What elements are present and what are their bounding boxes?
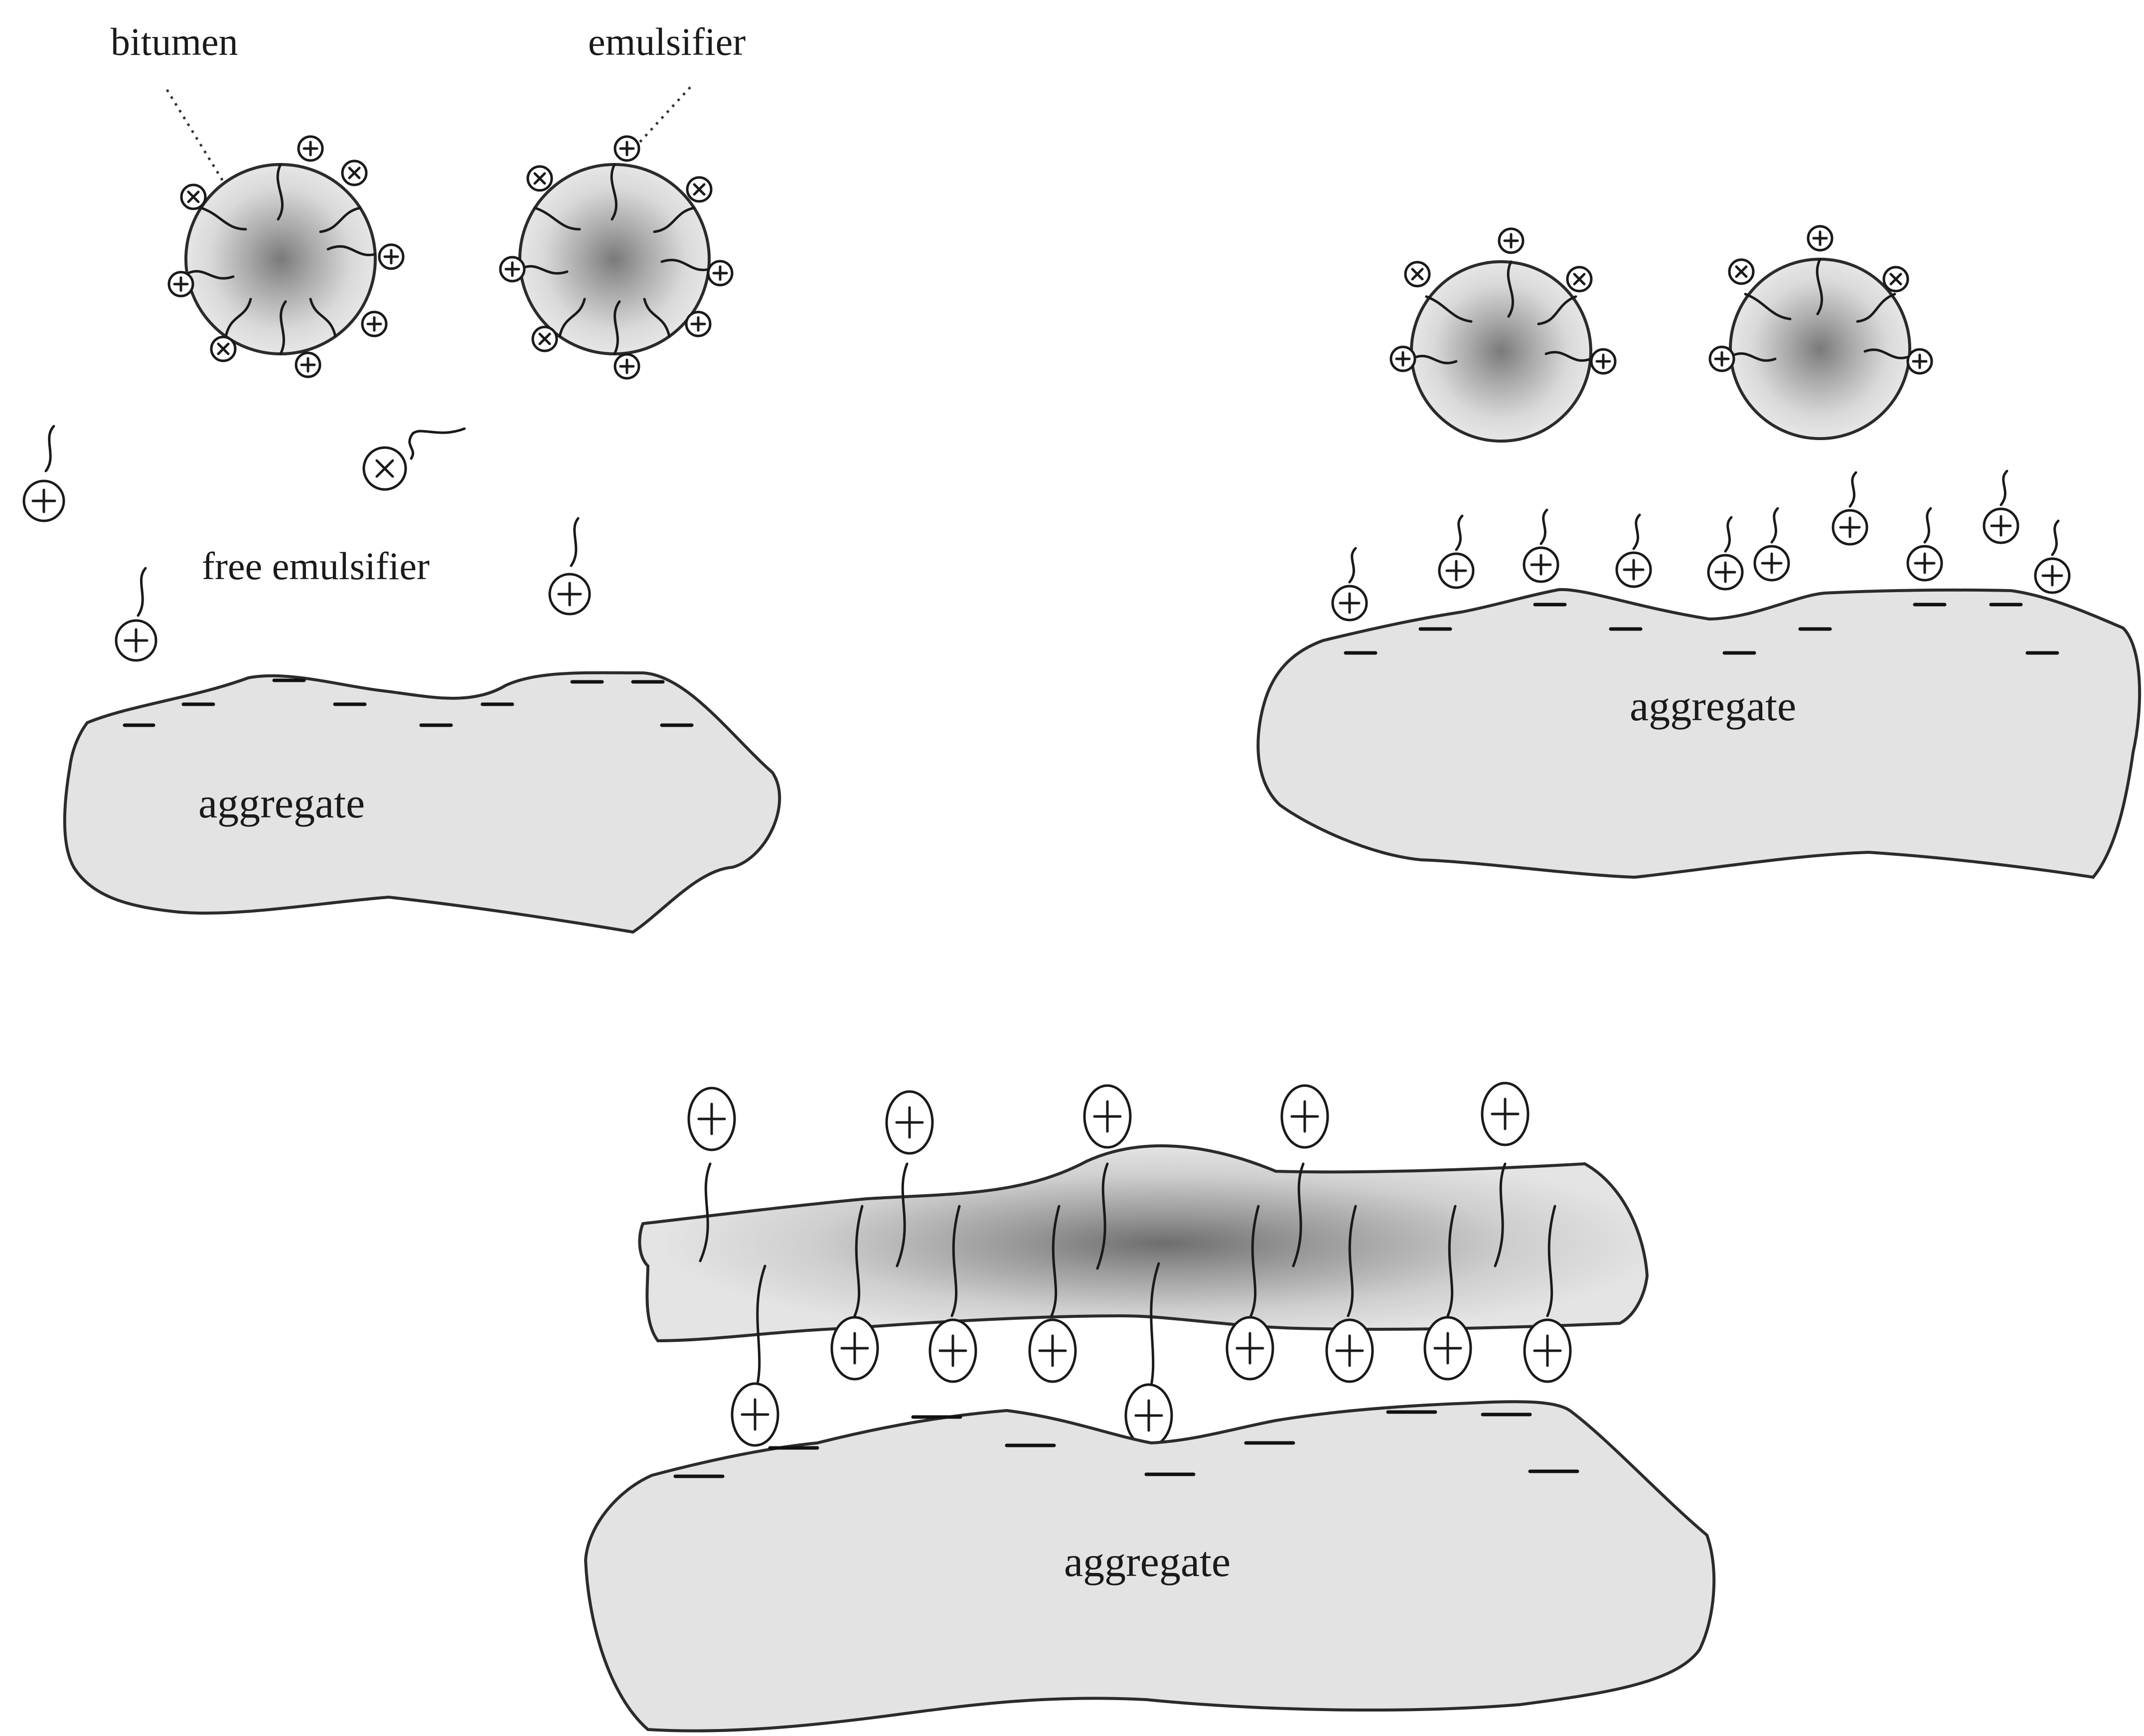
panel-bitumen-film-on-aggregate: aggregate [586,1083,1714,1731]
plus-icon [1126,1385,1172,1446]
plus-icon [1327,1320,1373,1382]
plus-icon [1525,1320,1570,1382]
plus-icon [686,312,710,336]
free-emulsifier-label: free emulsifier [202,544,430,588]
bitumen-droplet [1391,229,1615,441]
cross-icon [1729,260,1753,284]
adsorbed-emulsifier [1833,473,1867,544]
plus-icon [832,1317,878,1379]
cross-icon [181,185,205,209]
bottom-emulsifier-heads [832,1317,1570,1382]
plus-icon [1908,349,1932,373]
panel-emulsion-before-contact: bitumen emulsifier free emulsifier [24,20,779,932]
cross-icon [1405,262,1429,286]
plus-icon [930,1320,976,1382]
plus-icon [615,354,639,378]
cross-icon [533,327,557,351]
cross-icon [1567,267,1591,291]
free-emulsifier-molecule [364,429,464,489]
plus-icon [1282,1086,1328,1147]
adsorbed-emulsifier [1708,517,1742,589]
plus-icon [615,137,639,160]
cross-icon [342,161,366,185]
bitumen-droplet [500,137,732,378]
panel-emulsifier-adsorption: aggregate [1258,226,2140,877]
plus-icon [1227,1317,1273,1379]
top-emulsifier-heads [689,1083,1528,1153]
plus-icon [708,261,732,285]
adsorbed-emulsifier [1755,508,1789,580]
aggregate-label: aggregate [1064,1538,1230,1585]
adsorbed-emulsifier [2035,521,2069,593]
bitumen-film [639,1146,1647,1341]
adsorbed-emulsifier [1439,516,1473,588]
plus-icon [1030,1320,1075,1382]
bitumen-droplet [1710,226,1932,439]
cross-icon [528,166,552,190]
free-emulsifier-molecule [24,426,64,521]
plus-icon [1084,1086,1130,1147]
plus-icon [500,257,524,281]
free-emulsifier-molecule [550,518,590,614]
adsorbed-emulsifier [1333,548,1367,620]
plus-icon [1482,1083,1528,1145]
plus-icon [1808,226,1832,250]
cross-icon [211,337,235,361]
cross-icon [1884,267,1908,291]
adsorbed-emulsifier [1617,515,1651,587]
plus-icon [362,312,386,336]
bitumen-droplet [169,137,403,377]
adsorbed-emulsifier [1524,510,1558,582]
adsorbed-emulsifier [1908,508,1942,580]
bitumen-label: bitumen [111,20,238,63]
free-emulsifier-molecule [116,568,156,660]
plus-icon [379,245,403,269]
aggregate-rock [1258,590,2140,877]
emulsifier-leader-line [633,87,690,150]
cross-icon [687,177,711,201]
plus-icon [1499,229,1523,253]
plus-icon [1710,347,1734,371]
plus-icon [689,1088,735,1150]
aggregate-rock [65,673,779,932]
adsorbed-emulsifier [1984,471,2018,543]
plus-icon [169,272,193,296]
plus-icon [732,1384,778,1445]
plus-icon [887,1092,932,1153]
plus-icon [299,137,322,160]
aggregate-label: aggregate [1630,682,1796,730]
plus-icon [296,353,320,377]
aggregate-label: aggregate [198,779,365,827]
plus-icon [1425,1317,1471,1379]
plus-icon [1591,349,1615,373]
plus-icon [1391,347,1415,371]
emulsifier-label: emulsifier [588,20,746,63]
